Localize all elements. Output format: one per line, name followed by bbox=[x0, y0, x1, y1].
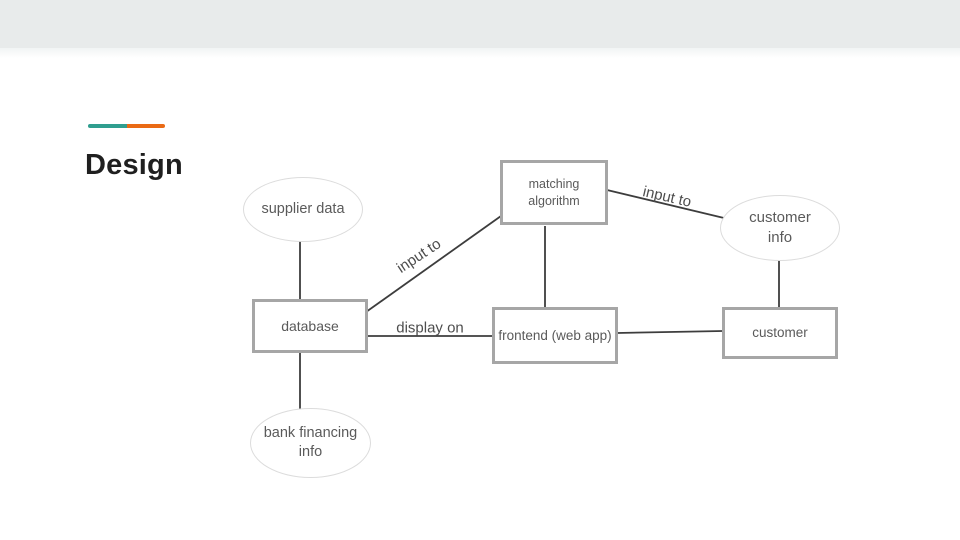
node-customer-label: customer bbox=[752, 325, 808, 341]
node-customer-info-label: customer info bbox=[749, 209, 811, 246]
node-frontend: frontend (web app) bbox=[492, 307, 618, 364]
node-bank-financing-info-label: bank financing info bbox=[263, 424, 358, 460]
connector-matching-customerinfo bbox=[606, 189, 725, 219]
node-supplier-data-label: supplier data bbox=[261, 200, 345, 217]
node-supplier-data: supplier data bbox=[243, 177, 363, 242]
connector-frontend-customer bbox=[616, 330, 724, 334]
node-bank-financing-info: bank financing info bbox=[250, 408, 371, 478]
node-database-label: database bbox=[281, 317, 339, 334]
node-customer-info: customer info bbox=[720, 195, 840, 261]
app-background-band bbox=[0, 0, 960, 48]
node-matching-algorithm-label: matching algorithm bbox=[528, 177, 580, 208]
node-matching-algorithm: matching algorithm bbox=[500, 160, 608, 225]
accent-teal-segment bbox=[88, 124, 127, 128]
accent-orange-segment bbox=[127, 124, 165, 128]
edge-label-display-on: display on bbox=[396, 319, 464, 337]
node-database: database bbox=[252, 299, 368, 353]
node-customer: customer bbox=[722, 307, 838, 359]
node-frontend-label: frontend (web app) bbox=[498, 327, 612, 343]
connector-database-matching bbox=[365, 215, 502, 313]
title-accent-bar bbox=[88, 124, 165, 128]
slide-title: Design bbox=[85, 149, 183, 181]
band-fade bbox=[0, 48, 960, 58]
